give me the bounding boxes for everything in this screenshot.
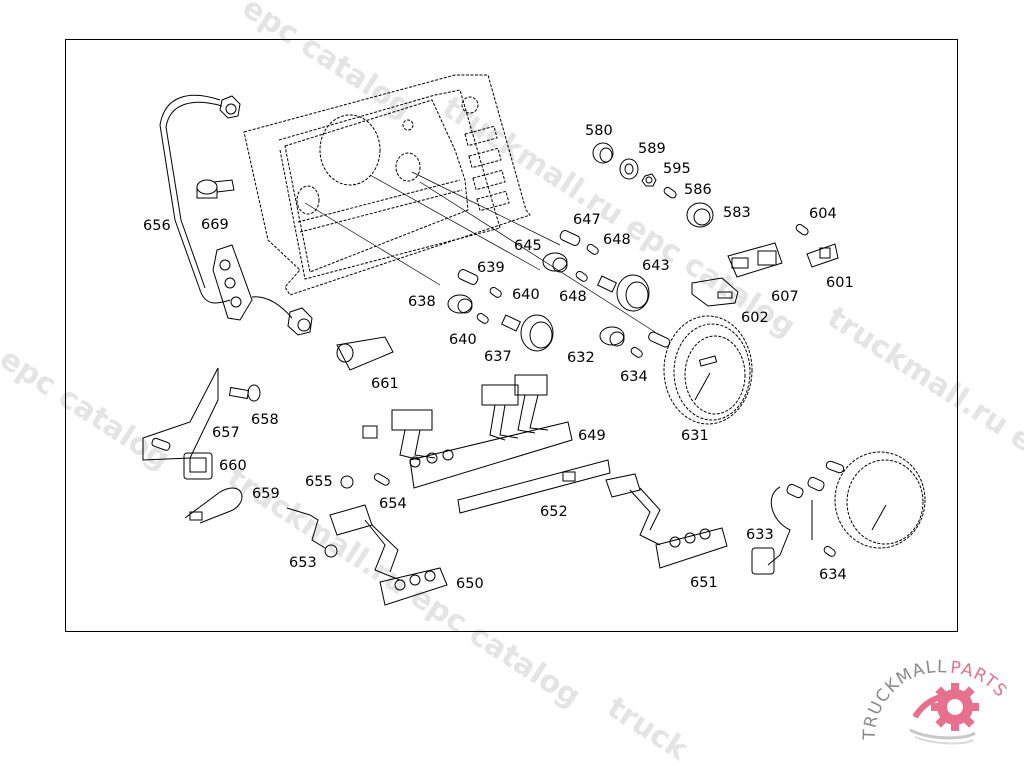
part-643-gauge bbox=[596, 274, 650, 312]
part-label[interactable]: 648 bbox=[603, 232, 631, 248]
part-652-strip bbox=[457, 459, 611, 514]
part-632-sensor bbox=[599, 326, 625, 347]
part-label[interactable]: 640 bbox=[449, 332, 477, 348]
part-label[interactable]: 583 bbox=[723, 205, 751, 221]
part-label[interactable]: 655 bbox=[305, 474, 333, 490]
part-631-speedometer bbox=[648, 315, 753, 425]
part-label[interactable]: 639 bbox=[477, 260, 505, 276]
part-633-sensor-cable bbox=[751, 476, 825, 575]
part-639-socket bbox=[457, 269, 479, 285]
part-654-bulb bbox=[373, 473, 390, 486]
cluster-housing bbox=[243, 74, 531, 296]
part-label[interactable]: 580 bbox=[585, 123, 613, 139]
part-label[interactable]: 632 bbox=[567, 350, 595, 366]
diagram-frame bbox=[65, 39, 958, 632]
part-640-bulb bbox=[476, 286, 502, 324]
part-labels: 580 589 595 586 583 604 601 607 602 647 … bbox=[143, 123, 854, 592]
part-634-bulb bbox=[630, 346, 643, 358]
part-661-connector bbox=[336, 336, 394, 371]
part-label[interactable]: 634 bbox=[819, 567, 847, 583]
part-595-nut bbox=[641, 173, 657, 187]
part-653-wire-terminal bbox=[286, 507, 338, 558]
exploded-parts-diagram: 580 589 595 586 583 604 601 607 602 647 … bbox=[142, 74, 926, 606]
part-label[interactable]: 657 bbox=[212, 425, 240, 441]
part-657-bracket bbox=[142, 367, 219, 461]
part-label[interactable]: 652 bbox=[540, 504, 568, 520]
part-label[interactable]: 640 bbox=[512, 287, 540, 303]
part-label[interactable]: 648 bbox=[559, 289, 587, 305]
part-634-bulb-2 bbox=[823, 545, 836, 557]
part-label[interactable]: 634 bbox=[620, 369, 648, 385]
part-label[interactable]: 595 bbox=[663, 161, 691, 177]
part-637-gauge bbox=[500, 314, 554, 352]
part-label[interactable]: 638 bbox=[408, 294, 436, 310]
part-649-wiring-harness bbox=[362, 374, 573, 489]
part-651-wiring-harness bbox=[605, 473, 728, 569]
part-label[interactable]: 589 bbox=[638, 141, 666, 157]
part-label[interactable]: 661 bbox=[371, 376, 399, 392]
part-607-switch bbox=[727, 242, 783, 278]
part-label[interactable]: 658 bbox=[251, 412, 279, 428]
part-658-screw bbox=[228, 384, 261, 402]
part-655-bulb bbox=[340, 475, 354, 489]
part-645-sensor bbox=[542, 252, 568, 273]
part-label[interactable]: 650 bbox=[456, 576, 484, 592]
leader-lines bbox=[304, 171, 656, 333]
part-label[interactable]: 631 bbox=[681, 428, 709, 444]
part-601-switch bbox=[806, 243, 839, 268]
part-label[interactable]: 654 bbox=[379, 496, 407, 512]
part-label[interactable]: 604 bbox=[809, 206, 837, 222]
part-659-cable-tie bbox=[184, 487, 243, 524]
part-bulb bbox=[663, 186, 677, 199]
part-label[interactable]: 637 bbox=[484, 349, 512, 365]
part-label[interactable]: 607 bbox=[771, 289, 799, 305]
part-label[interactable]: 643 bbox=[642, 258, 670, 274]
part-label[interactable]: 653 bbox=[289, 555, 317, 571]
part-label[interactable]: 669 bbox=[201, 217, 229, 233]
part-580-lens-ring bbox=[592, 142, 614, 164]
part-label[interactable]: 645 bbox=[514, 238, 542, 254]
part-602-connector bbox=[691, 277, 739, 307]
part-660-clip bbox=[183, 452, 213, 480]
part-648-bulb bbox=[575, 243, 599, 282]
part-label[interactable]: 601 bbox=[826, 275, 854, 291]
gear-icon bbox=[909, 683, 979, 745]
part-label[interactable]: 656 bbox=[143, 218, 171, 234]
part-label[interactable]: 660 bbox=[219, 458, 247, 474]
part-656-cable bbox=[159, 94, 313, 336]
part-label[interactable]: 649 bbox=[578, 428, 606, 444]
part-650-wiring-harness bbox=[329, 504, 448, 606]
part-label[interactable]: 659 bbox=[252, 486, 280, 502]
part-label[interactable]: 602 bbox=[741, 310, 769, 326]
part-604-bulb bbox=[795, 223, 809, 236]
part-label[interactable]: 633 bbox=[746, 527, 774, 543]
part-647-socket bbox=[559, 230, 581, 246]
part-label[interactable]: 651 bbox=[690, 575, 718, 591]
part-label[interactable]: 586 bbox=[684, 182, 712, 198]
part-gauge-right bbox=[825, 451, 926, 549]
part-589-washer bbox=[619, 158, 639, 180]
part-586-knob bbox=[686, 202, 714, 228]
truckmallparts-logo: TRUCKMALL PARTS bbox=[860, 657, 1010, 745]
part-label[interactable]: 647 bbox=[573, 212, 601, 228]
part-638-sensor bbox=[447, 294, 473, 314]
part-669-clamp bbox=[196, 179, 235, 199]
